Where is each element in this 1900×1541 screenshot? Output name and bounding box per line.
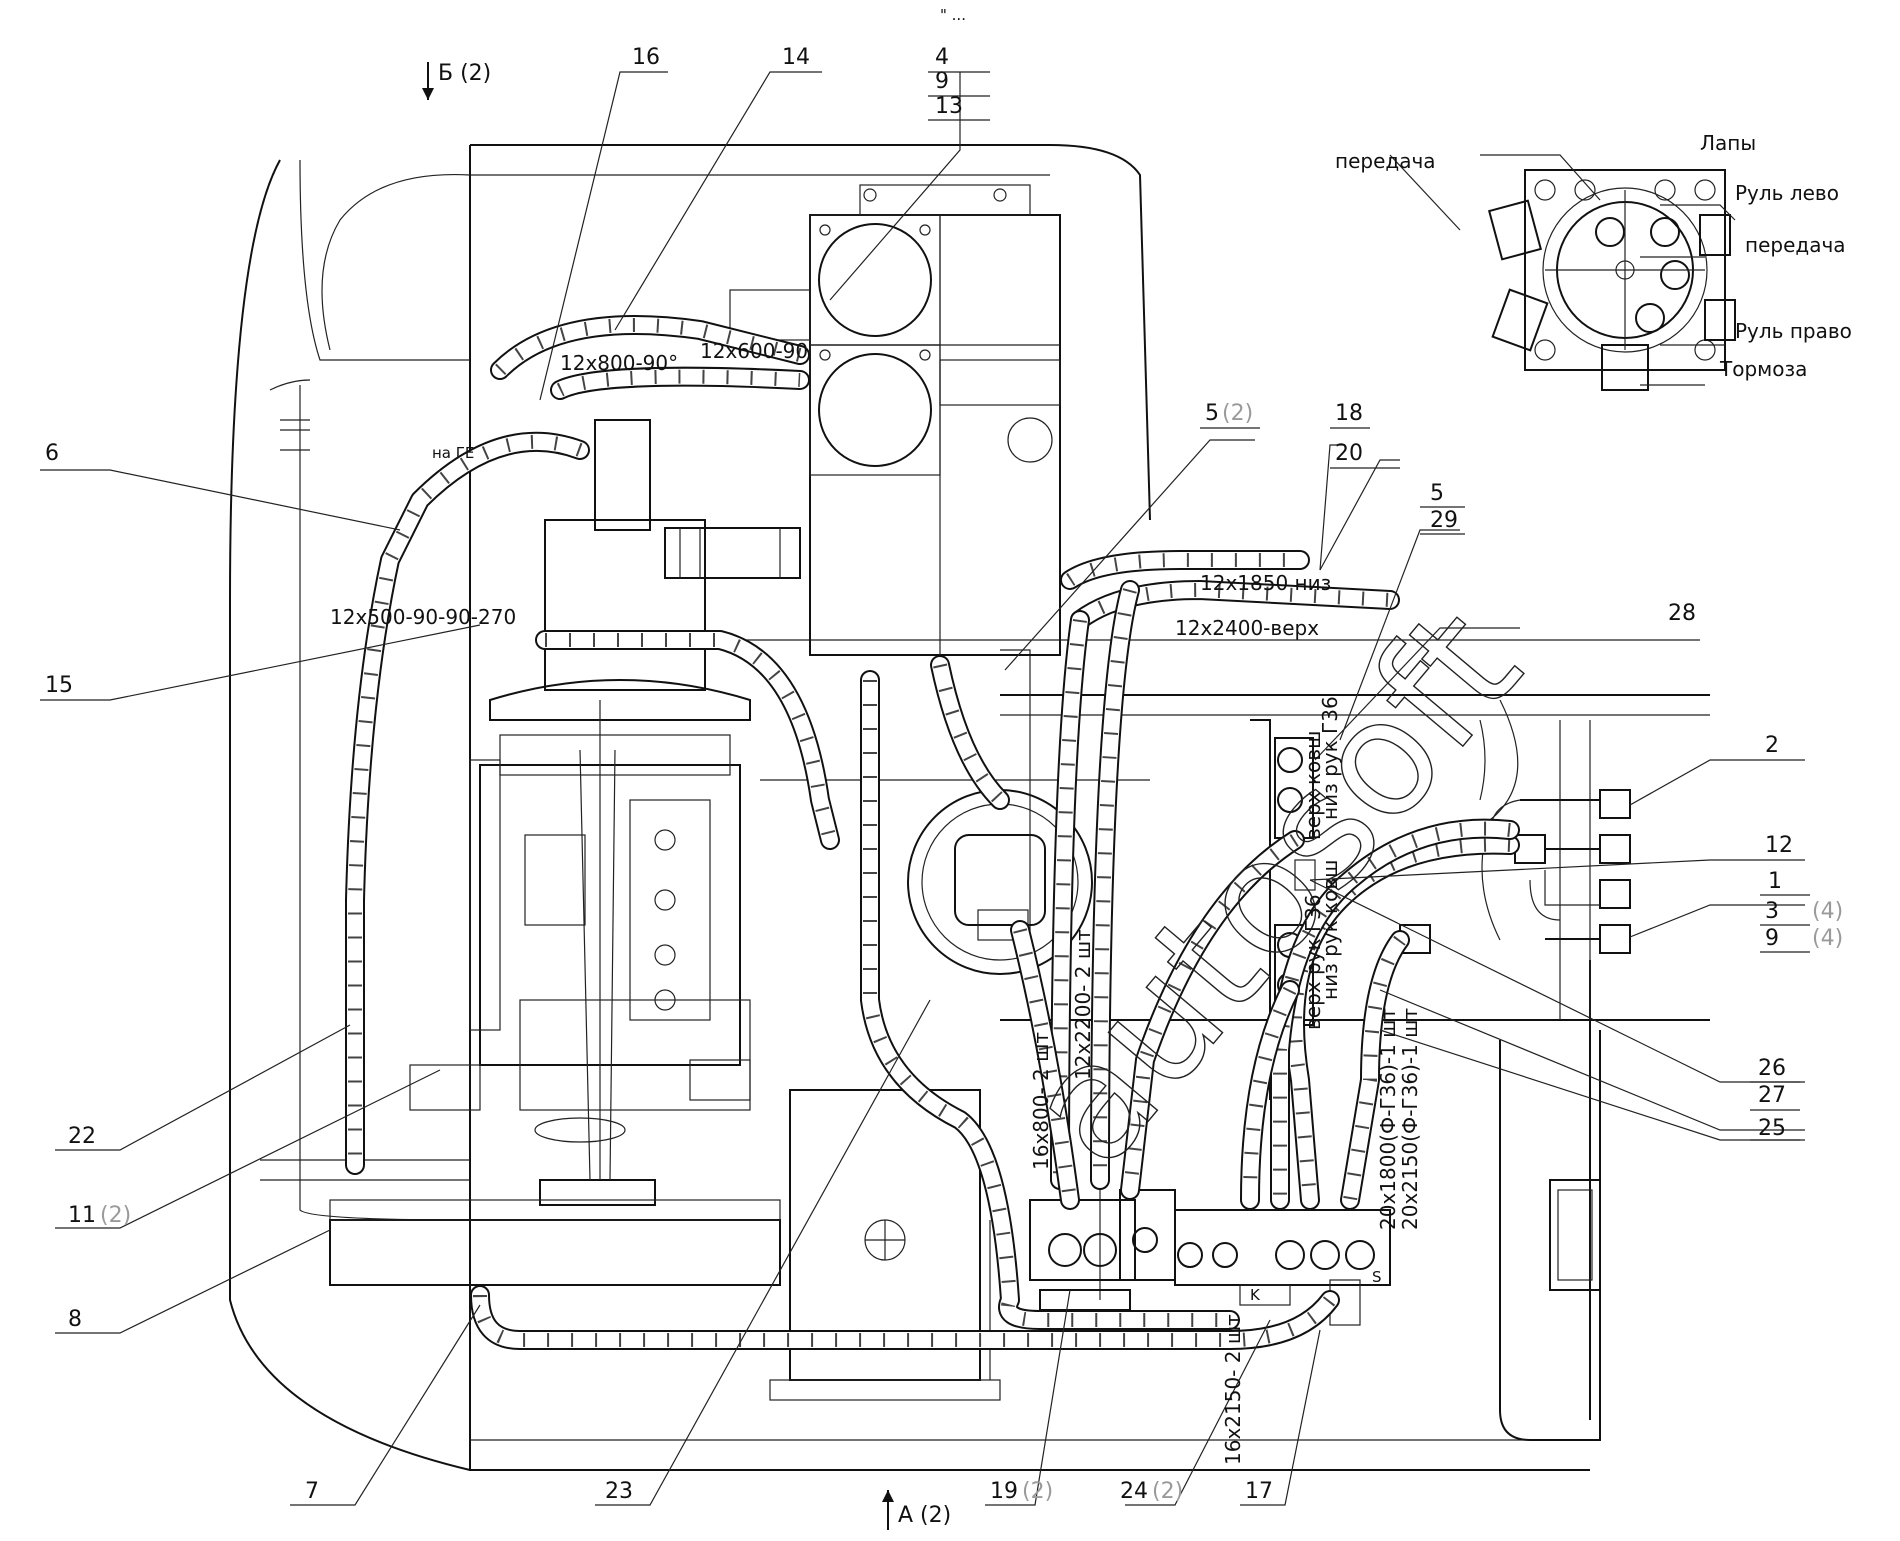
hose-label-600: 12х600-90	[700, 339, 808, 363]
callout-24-qty: (2)	[1152, 1479, 1183, 1504]
callout-23: 23	[605, 1479, 633, 1504]
callout-3-qty: (4)	[1812, 899, 1843, 924]
callout-3: 3	[1765, 899, 1779, 924]
callout-9-top: 9	[935, 69, 949, 94]
callout-9-right: 9	[1765, 926, 1779, 951]
valve-label-bucket-low: низ рук ковш	[1318, 860, 1342, 1000]
hose-label-12x2200: 12х2200- 2 шт	[1071, 929, 1095, 1080]
callout-13: 13	[935, 94, 963, 119]
hose-label-20x1800: 20х1800(Ф-Г36)-1 шт	[1376, 1008, 1400, 1230]
hydraulic-hoses	[345, 315, 1520, 1350]
callout-27: 27	[1758, 1083, 1786, 1108]
inset-label-transmission-1: передача	[1335, 149, 1436, 173]
callout-12: 12	[1765, 833, 1793, 858]
valve-labels: низ рук Г36 верх ковш низ рук ковш верх …	[432, 444, 1382, 1304]
hose-label-2400: 12х2400-верх	[1175, 616, 1319, 640]
callout-25: 25	[1758, 1116, 1786, 1141]
inset-label-steer-left: Руль лево	[1735, 181, 1839, 205]
leader-lines	[40, 71, 1805, 1506]
hose-label-1850: 12х1850 низ	[1200, 571, 1331, 595]
inset-label-steer-right: Руль право	[1735, 319, 1852, 343]
callout-11-qty: (2)	[100, 1203, 131, 1228]
valve-label-on-ge: на ГЕ	[432, 444, 474, 462]
callout-29: 29	[1430, 508, 1458, 533]
callout-7: 7	[305, 1479, 319, 1504]
callout-6: 6	[45, 441, 59, 466]
callout-18: 18	[1335, 401, 1363, 426]
control-valve-block	[1029, 1189, 1391, 1326]
view-label-bottom: А (2)	[898, 1503, 951, 1528]
callout-26: 26	[1758, 1056, 1786, 1081]
callout-20: 20	[1335, 441, 1363, 466]
hose-label-16x2150: 16х2150- 2 шт	[1221, 1314, 1245, 1465]
callout-19-qty: (2)	[1022, 1479, 1053, 1504]
callout-numbers: 16 14 4 9 13 6 15 5 (2) 18 20 5 29 28 2 …	[45, 45, 1843, 1504]
lower-oil-tank	[329, 1199, 781, 1286]
valve-label-k: K	[1250, 1286, 1261, 1304]
callout-5a-qty: (2)	[1222, 401, 1253, 426]
callout-15: 15	[45, 673, 73, 698]
view-markers: Б (2) А (2) " ...	[422, 6, 966, 1530]
valve-label-bucket-up: верх ковш	[1301, 731, 1325, 840]
hose-label-500: 12х500-90-90-270	[330, 605, 516, 629]
callout-8: 8	[68, 1307, 82, 1332]
top-mark: " ...	[940, 6, 966, 24]
hose-label-20x2150: 20х2150(Ф-Г36)-1 шт	[1398, 1008, 1422, 1230]
center-box	[769, 1089, 1001, 1401]
hose-labels: 12х600-90 12х800-90° 12х500-90-90-270 12…	[330, 339, 1422, 1465]
callout-9-right-qty: (4)	[1812, 926, 1843, 951]
view-label-top: Б (2)	[438, 61, 491, 86]
valve-label-s: S	[1372, 1268, 1382, 1286]
hose-label-800: 12х800-90°	[560, 351, 678, 375]
swivel-port-inset	[1487, 169, 1736, 391]
callout-28: 28	[1668, 601, 1696, 626]
chassis-frame	[229, 144, 1710, 1471]
callout-5a: 5	[1205, 401, 1219, 426]
callout-11: 11	[68, 1203, 96, 1228]
valve-label-boom-up: верх рук Г36	[1301, 894, 1325, 1030]
hydraulic-tank	[729, 184, 1061, 656]
callout-24: 24	[1120, 1479, 1148, 1504]
callout-16: 16	[632, 45, 660, 70]
callout-1: 1	[1768, 869, 1782, 894]
callout-4: 4	[935, 45, 949, 70]
callout-17: 17	[1245, 1479, 1273, 1504]
valve-label-boom-low: низ рук Г36	[1318, 696, 1342, 820]
inset-label-outriggers: Лапы	[1700, 131, 1756, 155]
inset-labels: передача Лапы Руль лево передача Руль пр…	[1335, 131, 1852, 381]
callout-19: 19	[990, 1479, 1018, 1504]
hose-label-16x800: 16х800- 2 шт	[1029, 1032, 1053, 1170]
pump-engine-group	[409, 419, 801, 1206]
inset-label-brakes: Тормоза	[1719, 357, 1807, 381]
callout-14: 14	[782, 45, 810, 70]
callout-2: 2	[1765, 733, 1779, 758]
callout-5b: 5	[1430, 481, 1444, 506]
inset-label-transmission-2: передача	[1745, 233, 1846, 257]
callout-22: 22	[68, 1124, 96, 1149]
